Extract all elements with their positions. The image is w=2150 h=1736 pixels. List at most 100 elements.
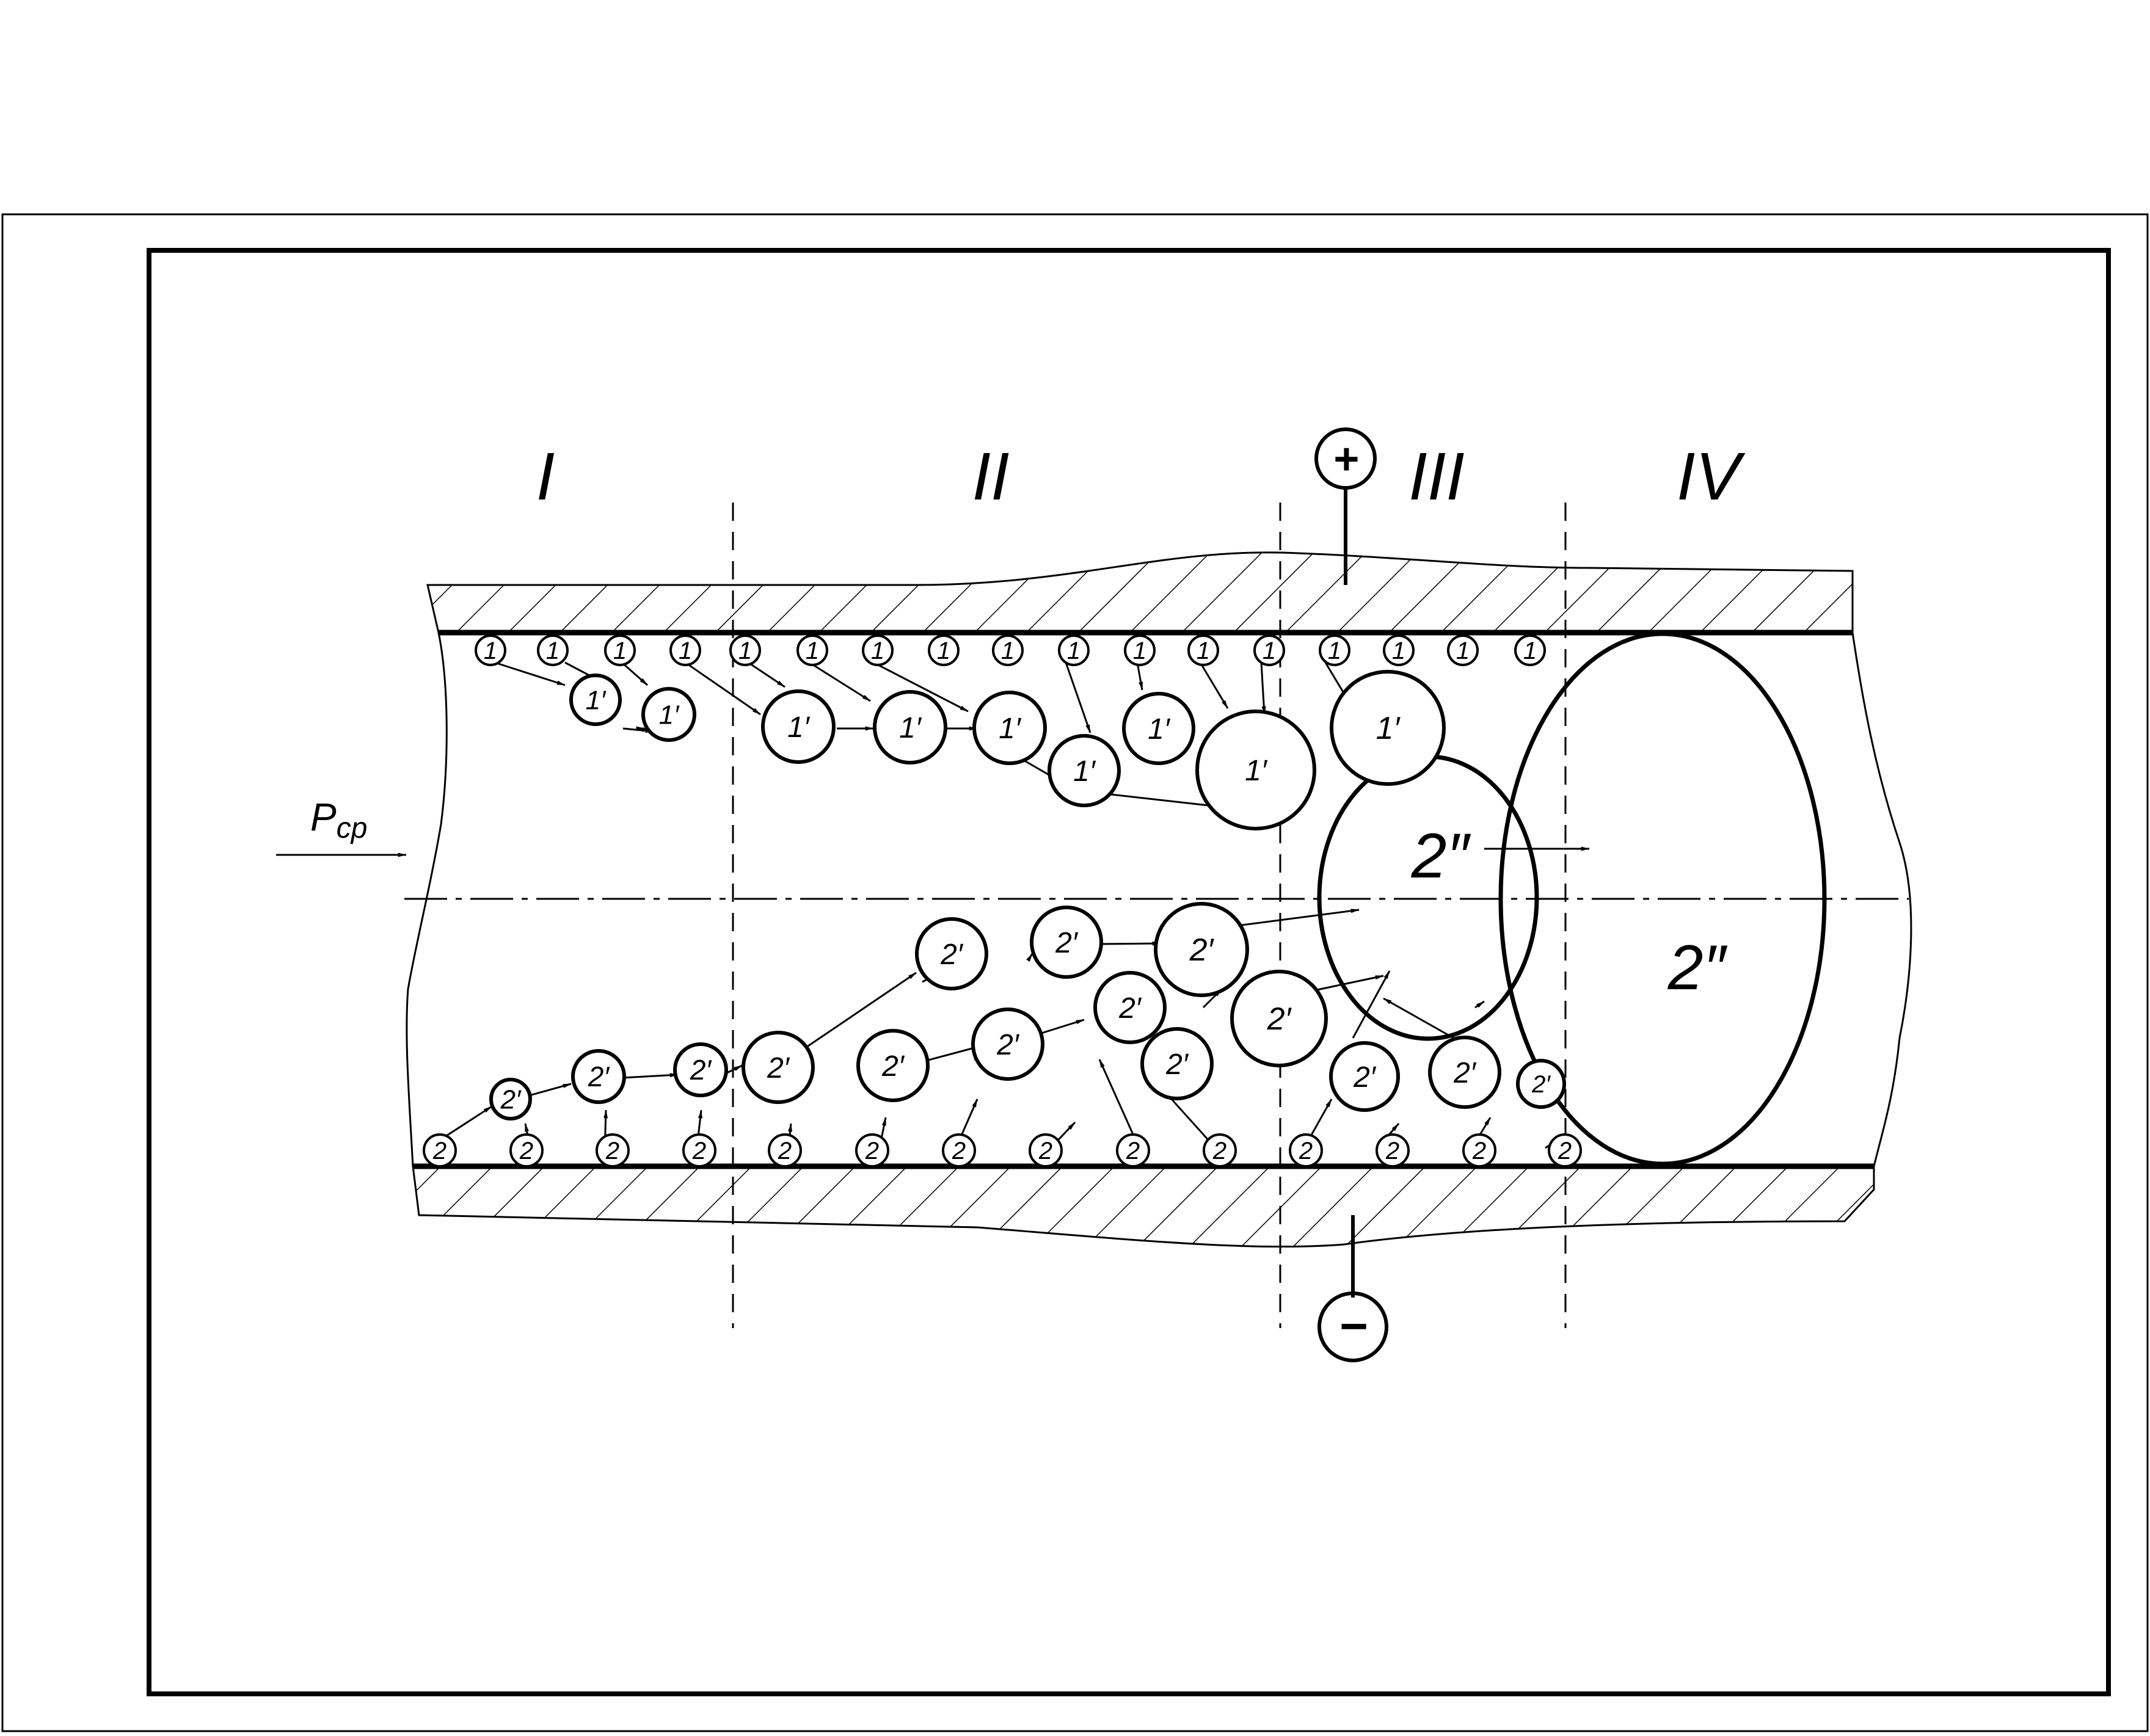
nucleus-bottom-9-label: 2 [1126, 1138, 1140, 1164]
nucleus-top-9: 1 [992, 634, 1024, 666]
negative-electrode: − [1317, 1215, 1388, 1362]
bubble-top-1-label: 1′ [586, 685, 607, 715]
nucleus-top-16: 1 [1447, 634, 1479, 666]
nucleus-bottom-8: 2 [1029, 1133, 1063, 1168]
nucleus-bottom-12-label: 2 [1385, 1138, 1399, 1164]
bubble-bottom-7-label: 2′ [1189, 932, 1215, 968]
bubble-bottom-6-label: 2′ [1055, 927, 1079, 959]
bubble-top-5: 1′ [972, 691, 1047, 765]
bubble-top-4-label: 1′ [899, 712, 922, 744]
nucleus-top-14-label: 1 [1328, 637, 1341, 664]
growth-arrow [1352, 970, 1391, 1039]
growth-arrow [1199, 662, 1229, 709]
inner-frame [147, 248, 2111, 1696]
growth-arrow [748, 661, 785, 688]
bubble-top-2: 1′ [641, 687, 696, 742]
nucleus-top-4: 1 [669, 634, 701, 666]
nucleus-bottom-7: 2 [942, 1133, 976, 1168]
bubble-bottom-13-label: 2′ [1353, 1061, 1377, 1094]
bubble-bottom-14-label: 2′ [1453, 1057, 1477, 1089]
nucleus-top-16-label: 1 [1456, 637, 1470, 664]
nucleus-top-8-label: 1 [937, 637, 950, 664]
nucleus-bottom-5-label: 2 [778, 1138, 792, 1164]
bubble-bottom-14: 2′ [1428, 1036, 1501, 1109]
growth-arrow [494, 661, 566, 686]
nucleus-top-3: 1 [604, 634, 636, 666]
nucleus-bottom-3: 2 [596, 1133, 630, 1168]
nucleus-top-14: 1 [1319, 634, 1350, 666]
bubble-top-3: 1′ [761, 689, 836, 764]
bubble-top-3-label: 1′ [787, 711, 811, 744]
bubble-bottom-10: 2′ [1093, 971, 1167, 1044]
growth-arrow [1227, 909, 1360, 928]
zone-label-3: III [1408, 439, 1465, 514]
nucleus-top-2: 1 [537, 634, 569, 666]
merged-bubble-zone3 [1317, 754, 1539, 1041]
nucleus-top-12: 1 [1187, 634, 1219, 666]
bubble-bottom-6: 2′ [1030, 906, 1103, 979]
channel-right-contour [1851, 632, 1912, 1167]
nucleus-top-13-label: 1 [1263, 637, 1276, 664]
nucleus-top-6-label: 1 [806, 637, 819, 664]
bubble-bottom-10-label: 2′ [1118, 992, 1142, 1025]
nucleus-bottom-6: 2 [855, 1133, 889, 1168]
bubble-top-6: 1′ [1048, 734, 1121, 807]
nucleus-bottom-10-label: 2 [1212, 1138, 1226, 1164]
nucleus-top-7: 1 [862, 634, 894, 666]
growth-arrow [1105, 793, 1225, 808]
bubble-bottom-8-label: 2′ [881, 1050, 905, 1083]
bubble-bottom-3-label: 2′ [690, 1054, 712, 1086]
nucleus-top-3-label: 1 [613, 637, 627, 664]
nucleus-bottom-13: 2 [1462, 1133, 1496, 1168]
bubble-bottom-2: 2′ [571, 1049, 626, 1104]
growth-arrow [873, 661, 969, 713]
nucleus-bottom-14-label: 2 [1558, 1138, 1572, 1164]
growth-arrow [726, 1064, 743, 1074]
nucleus-top-15: 1 [1383, 634, 1415, 666]
nucleus-bottom-12: 2 [1376, 1133, 1410, 1168]
nucleus-top-17: 1 [1514, 634, 1546, 666]
bubble-bottom-9: 2′ [971, 1008, 1044, 1081]
growth-arrow [1065, 662, 1091, 733]
nucleus-bottom-13-label: 2 [1472, 1138, 1486, 1164]
bubble-bottom-15: 2′ [1516, 1059, 1566, 1109]
growth-arrow [621, 661, 648, 686]
bubble-bottom-1: 2′ [489, 1078, 532, 1120]
positive-sign: + [1333, 435, 1358, 484]
nucleus-top-11-label: 1 [1133, 637, 1146, 664]
bubble-top-7: 1′ [1122, 692, 1195, 765]
nucleus-top-1-label: 1 [484, 637, 497, 664]
negative-sign: − [1339, 1299, 1368, 1353]
nucleus-bottom-14: 2 [1548, 1133, 1582, 1168]
nucleus-top-5: 1 [729, 634, 761, 666]
nucleus-bottom-7-label: 2 [952, 1138, 966, 1164]
nucleus-top-9-label: 1 [1001, 637, 1015, 664]
nucleus-bottom-4-label: 2 [692, 1138, 706, 1164]
outer-frame [1, 213, 2149, 1732]
nucleus-bottom-3-label: 2 [605, 1138, 619, 1164]
nucleus-bottom-6-label: 2 [865, 1138, 879, 1164]
bottom-wall [412, 1163, 1875, 1248]
growth-arrow [1383, 997, 1454, 1039]
bubble-top-2-label: 1′ [659, 700, 680, 730]
bubble-bottom-11: 2′ [1140, 1027, 1214, 1100]
top-wall [426, 551, 1854, 636]
nucleus-bottom-5: 2 [768, 1133, 802, 1168]
bubble-bottom-8: 2′ [856, 1029, 930, 1102]
bubble-bottom-15-label: 2′ [1531, 1071, 1551, 1098]
growth-arrow [685, 661, 761, 716]
growth-arrow [1099, 941, 1161, 946]
bubble-bottom-9-label: 2′ [996, 1029, 1020, 1061]
nucleus-top-7-label: 1 [871, 637, 884, 664]
growth-arrow [1098, 1059, 1140, 1149]
growth-arrow [1260, 662, 1266, 715]
zone-label-1: I [536, 439, 555, 514]
nucleus-bottom-1: 2 [423, 1133, 457, 1168]
nucleus-bottom-8-label: 2 [1038, 1138, 1052, 1164]
bubble-bottom-12: 2′ [1230, 970, 1328, 1067]
bubble-top-6-label: 1′ [1073, 755, 1096, 788]
growth-arrow [806, 972, 917, 1048]
bubble-bottom-11-label: 2′ [1165, 1048, 1189, 1081]
